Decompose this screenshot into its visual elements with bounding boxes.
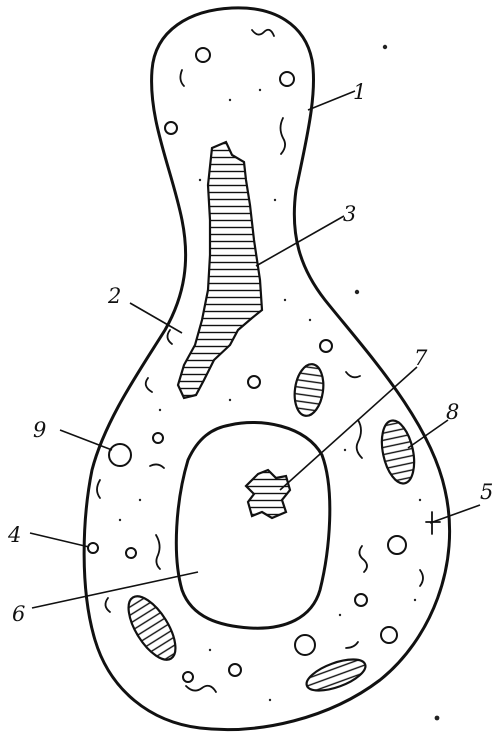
leader-line-6 bbox=[32, 572, 198, 608]
mitochondrion bbox=[119, 589, 184, 667]
vesicle bbox=[280, 72, 294, 86]
label-2: 2 bbox=[107, 284, 121, 308]
label-6: 6 bbox=[12, 602, 25, 626]
label-5: 5 bbox=[480, 480, 493, 504]
label-8: 8 bbox=[446, 400, 459, 424]
golgi-body bbox=[178, 142, 262, 398]
vacuole bbox=[295, 635, 315, 655]
cytoplasmic-strands bbox=[97, 30, 440, 692]
label-1: 1 bbox=[353, 80, 366, 104]
label-3: 3 bbox=[343, 202, 356, 226]
vesicle bbox=[153, 433, 163, 443]
leader-line-1 bbox=[308, 91, 355, 110]
mitochondrion bbox=[303, 653, 369, 697]
mitochondrion bbox=[292, 362, 327, 417]
vesicle bbox=[381, 627, 397, 643]
vacuole bbox=[388, 536, 406, 554]
vesicle bbox=[320, 340, 332, 352]
mitochondrion bbox=[377, 418, 420, 487]
vesicle bbox=[229, 664, 241, 676]
label-4: 4 bbox=[7, 523, 21, 547]
label-7: 7 bbox=[414, 346, 428, 370]
vesicle bbox=[355, 594, 367, 606]
vesicle bbox=[88, 543, 98, 553]
label-9: 9 bbox=[33, 418, 46, 442]
vesicle bbox=[248, 376, 260, 388]
vesicle bbox=[196, 48, 210, 62]
vacuole bbox=[109, 444, 131, 466]
vesicle bbox=[183, 672, 193, 682]
leader-line-4 bbox=[30, 533, 89, 547]
vesicle bbox=[165, 122, 177, 134]
leader-line-5 bbox=[430, 505, 480, 523]
nucleus bbox=[176, 423, 329, 629]
vesicle bbox=[126, 548, 136, 558]
nucleolus bbox=[246, 470, 290, 518]
